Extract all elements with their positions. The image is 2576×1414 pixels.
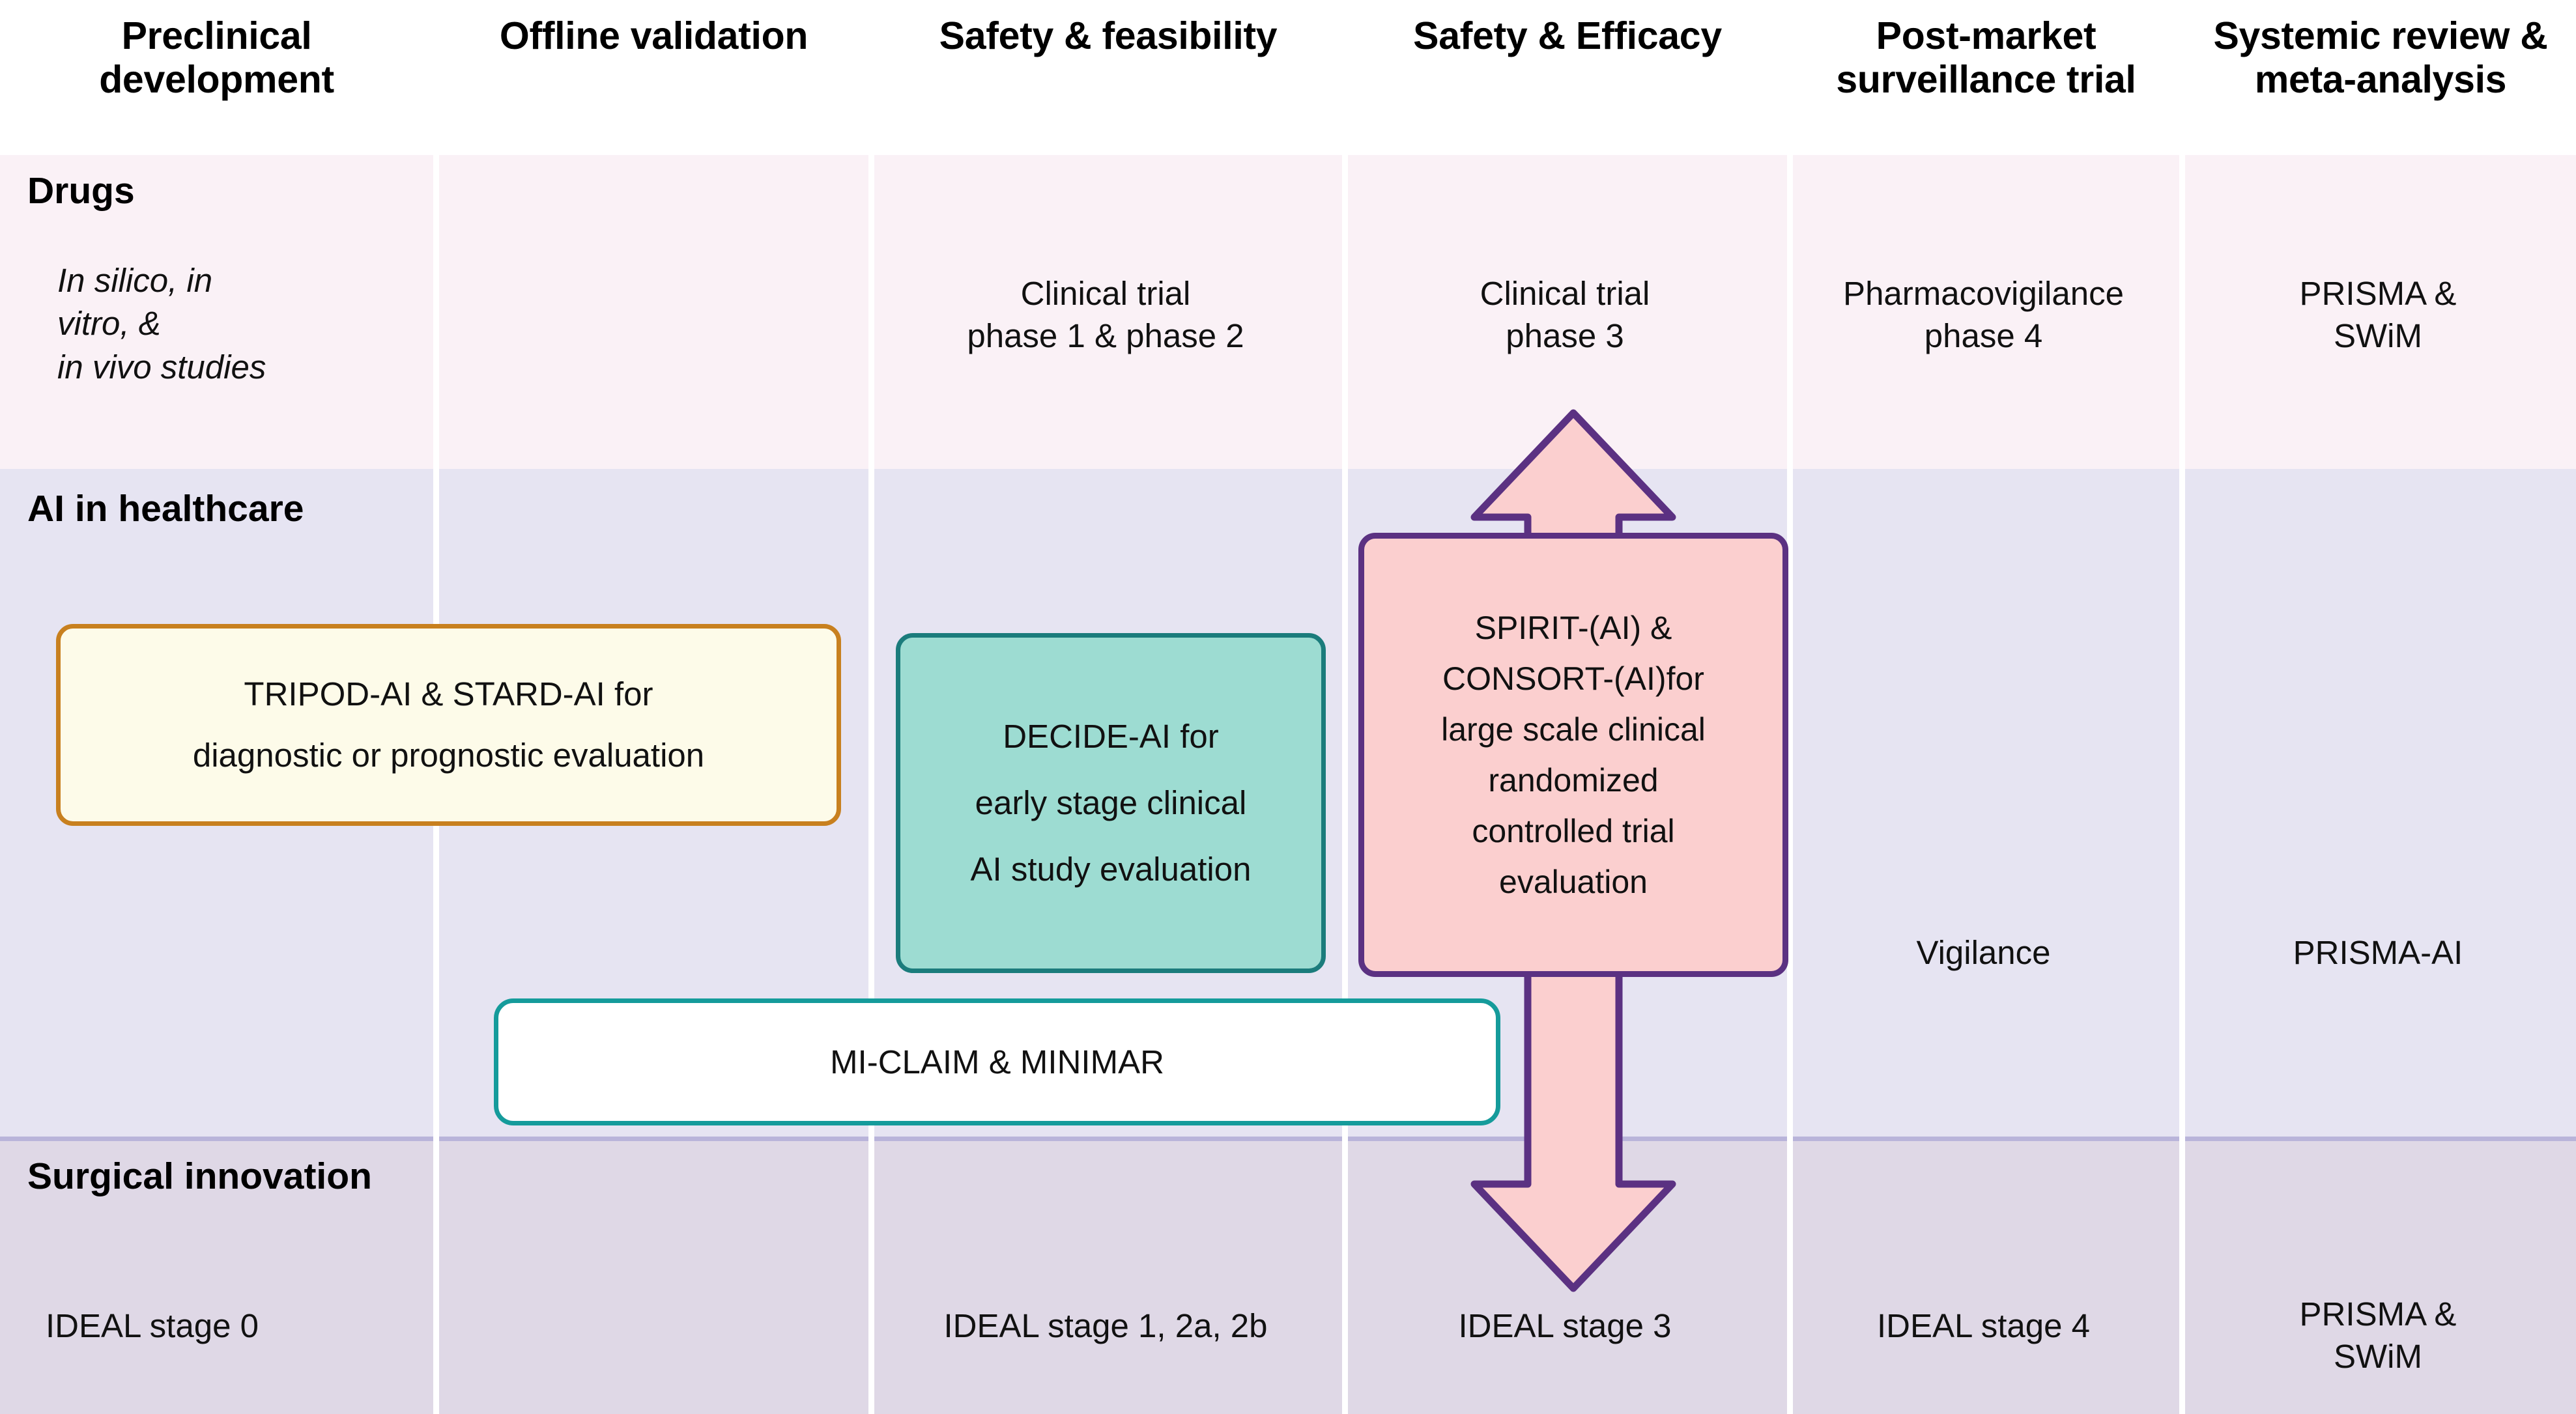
column-divider — [868, 469, 874, 1137]
column-header-post-market-surveillance-trial: Post-market surveillance trial — [1793, 0, 2179, 155]
column-divider — [1342, 469, 1348, 1137]
column-header-systemic-review-meta-analysis: Systemic review & meta-analysis — [2185, 0, 2576, 155]
column-divider — [433, 155, 439, 469]
column-divider — [1787, 469, 1793, 1137]
cell-drugs-preclinical: In silico, in vitro, & in vivo studies — [57, 262, 266, 386]
column-divider — [868, 155, 874, 469]
tripod-ai-stard-ai-box[interactable]: TRIPOD-AI & STARD-AI for diagnostic or p… — [56, 624, 841, 826]
cell-drugs-efficacy: Clinical trial phase 3 — [1480, 275, 1650, 355]
column-divider — [1342, 155, 1348, 469]
column-divider — [2179, 469, 2185, 1137]
cell-ai-postmarket: Vigilance — [1916, 934, 2051, 971]
row-surgical-innovation: Surgical innovation IDEAL stage 0 IDEAL … — [0, 1137, 2576, 1414]
cell-surgical-postmarket: IDEAL stage 4 — [1877, 1307, 2090, 1344]
cell-drugs-postmarket: Pharmacovigilance phase 4 — [1843, 275, 2124, 355]
column-divider — [1787, 155, 1793, 469]
spirit-ai-consort-ai-box[interactable]: SPIRIT-(AI) & CONSORT-(AI)for large scal… — [1358, 533, 1788, 977]
column-divider — [1342, 1137, 1348, 1414]
column-divider — [433, 1137, 439, 1414]
cell-drugs-feasibility: Clinical trial phase 1 & phase 2 — [967, 275, 1244, 355]
mi-claim-minimar-box[interactable]: MI-CLAIM & MINIMAR — [494, 998, 1500, 1125]
column-header-label: Safety & feasibility — [939, 14, 1278, 57]
column-header-safety-efficacy: Safety & Efficacy — [1348, 0, 1787, 155]
row-label-ai-in-healthcare: AI in healthcare — [27, 488, 304, 530]
row-drugs: Drugs In silico, in vitro, & in vivo stu… — [0, 155, 2576, 469]
column-header-label: Offline validation — [499, 14, 809, 57]
column-header-safety-feasibility: Safety & feasibility — [874, 0, 1342, 155]
decide-ai-box[interactable]: DECIDE-AI for early stage clinical AI st… — [896, 633, 1326, 973]
column-header-offline-validation: Offline validation — [439, 0, 868, 155]
column-header-label: Post-market surveillance trial — [1836, 14, 2136, 102]
column-divider — [2179, 155, 2185, 469]
column-header-preclinical-development: Preclinical development — [0, 0, 433, 155]
column-header-label: Preclinical development — [99, 14, 334, 102]
cell-drugs-review: PRISMA & SWiM — [2299, 275, 2457, 355]
row-label-drugs: Drugs — [27, 170, 135, 212]
cell-surgical-review: PRISMA & SWiM — [2299, 1295, 2457, 1376]
column-header-label: Systemic review & meta-analysis — [2213, 14, 2548, 102]
cell-surgical-feasibility: IDEAL stage 1, 2a, 2b — [943, 1307, 1268, 1344]
column-divider — [2179, 1137, 2185, 1414]
column-divider — [1787, 1137, 1793, 1414]
row-label-surgical-innovation: Surgical innovation — [27, 1155, 372, 1197]
cell-ai-review: PRISMA-AI — [2293, 934, 2463, 971]
column-divider — [868, 1137, 874, 1414]
cell-surgical-preclinical: IDEAL stage 0 — [46, 1307, 259, 1344]
cell-surgical-efficacy: IDEAL stage 3 — [1458, 1307, 1672, 1344]
column-header-label: Safety & Efficacy — [1413, 14, 1722, 57]
column-header-row: Preclinical development Offline validati… — [0, 0, 2576, 155]
